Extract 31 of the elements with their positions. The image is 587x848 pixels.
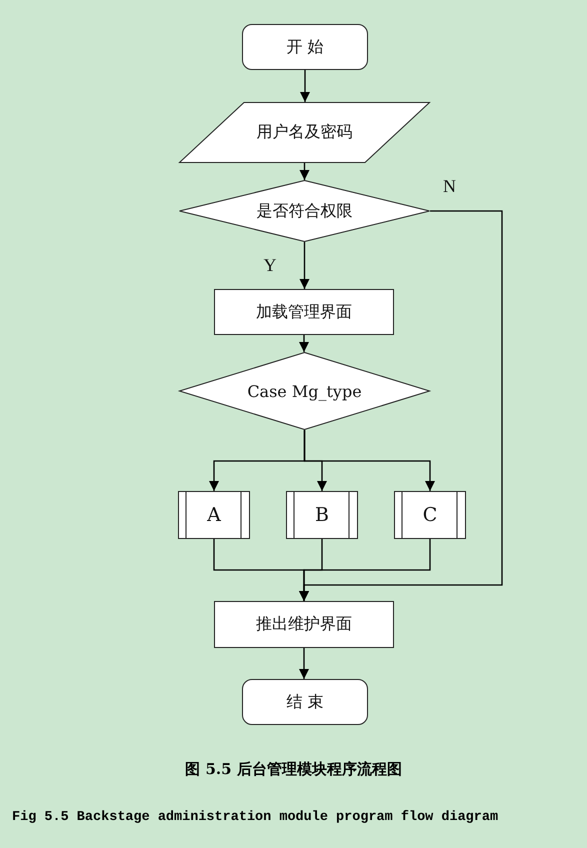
node-label: B (315, 504, 329, 526)
arrow (299, 648, 309, 679)
edge-label: Y (262, 255, 278, 276)
subprocess-box (286, 491, 358, 539)
decision-diamond (179, 180, 430, 242)
arrow (304, 430, 435, 491)
node-label: 开 始 (286, 36, 324, 58)
node-label: 加载管理界面 (256, 302, 352, 322)
arrow (300, 242, 310, 289)
english-caption: Fig 5.5 Backstage administration module program flow diagram (12, 810, 498, 825)
figure-caption: 图 5.5 后台管理模块程序流程图 (184, 760, 403, 779)
node-label: 是否符合权限 (256, 200, 352, 222)
process-box (214, 601, 394, 648)
node-label: 推出维护界面 (256, 614, 352, 635)
input-parallelogram (179, 102, 430, 163)
edge-label: N (442, 176, 457, 197)
decision-diamond (179, 352, 430, 430)
subprocess-box (178, 491, 250, 539)
arrow (299, 335, 309, 352)
terminal-box (242, 24, 368, 70)
node-label: Case Mg_type (247, 382, 362, 400)
terminal-box (242, 679, 368, 725)
node-label: A (207, 504, 221, 526)
node-label: C (422, 504, 438, 526)
node-label: 用户名及密码 (256, 122, 352, 143)
arrow (300, 163, 310, 180)
arrow (299, 539, 431, 601)
process-box (214, 289, 394, 335)
node-label: 结 束 (286, 692, 324, 712)
subprocess-box (394, 491, 466, 539)
arrow (300, 70, 310, 102)
